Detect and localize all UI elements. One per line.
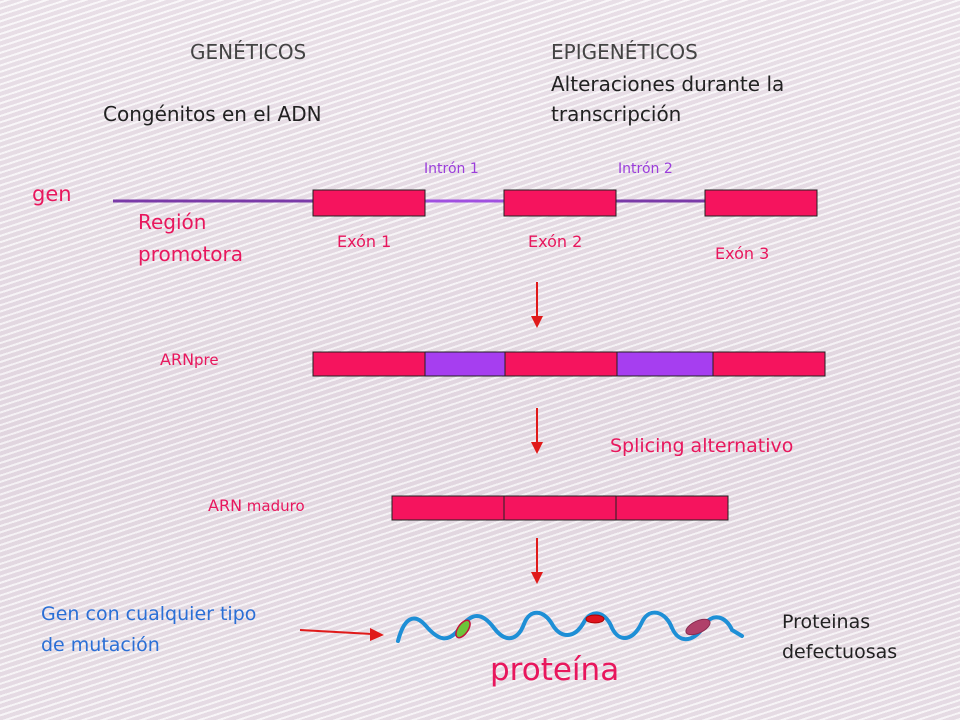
mutation-line-2: de mutación [41,634,160,656]
mutation-marker-green [455,619,471,639]
exon-3-label: Exón 3 [715,244,770,263]
protein-label: proteína [490,652,620,688]
mature-rna-exon-1 [391,495,505,521]
arrow-transcription-head [531,316,543,328]
pre-rna-label-suffix: pre [194,351,219,369]
alteraciones-line-1: Alteraciones durante la [551,72,785,96]
alteraciones-line-2: transcripción [551,102,682,126]
gene-exon-2 [503,189,617,217]
promoter-line-1: Región [138,210,207,234]
pre-rna-exon-2 [504,351,618,377]
gene-label: gen [32,182,72,206]
heading-epigeneticos: EPIGENÉTICOS [551,40,698,64]
mature-rna-label-main: ARN [208,496,243,515]
exon-1-label: Exón 1 [337,232,392,251]
congenitos-label: Congénitos en el ADN [103,102,322,126]
arrow-mutation-pointer [299,629,373,635]
defective-line-1: Proteinas [782,611,871,633]
mature-rna-label-suffix: maduro [242,497,305,515]
mutation-line-1: Gen con cualquier tipo [41,603,257,625]
pre-rna-label-main: ARN [160,350,195,369]
pre-rna-exon-1 [312,351,426,377]
exon-2-label: Exón 2 [528,232,583,251]
mutation-marker-red [585,614,605,624]
pre-rna-intron-1 [424,351,506,377]
gene-exon-3 [704,189,818,217]
mature-rna-exon-3 [615,495,729,521]
intron-1-label: Intrón 1 [424,161,479,177]
pre-rna-intron-2 [616,351,714,377]
mature-rna-exon-2 [503,495,617,521]
splicing-label: Splicing alternativo [610,435,794,457]
gene-exon-1 [312,189,426,217]
arrow-splicing-head [531,442,543,454]
pre-rna-label: ARNpre [160,350,219,369]
arrow-translation-head [531,572,543,584]
mutation-marker-mauve [685,618,711,636]
arrow-mutation-pointer-head [370,628,384,641]
intron-2-label: Intrón 2 [618,161,673,177]
mature-rna-label: ARN maduro [208,496,305,515]
pre-rna-exon-3 [712,351,826,377]
promoter-line-2: promotora [138,242,243,266]
heading-geneticos: GENÉTICOS [190,40,307,64]
defective-line-2: defectuosas [782,641,898,663]
